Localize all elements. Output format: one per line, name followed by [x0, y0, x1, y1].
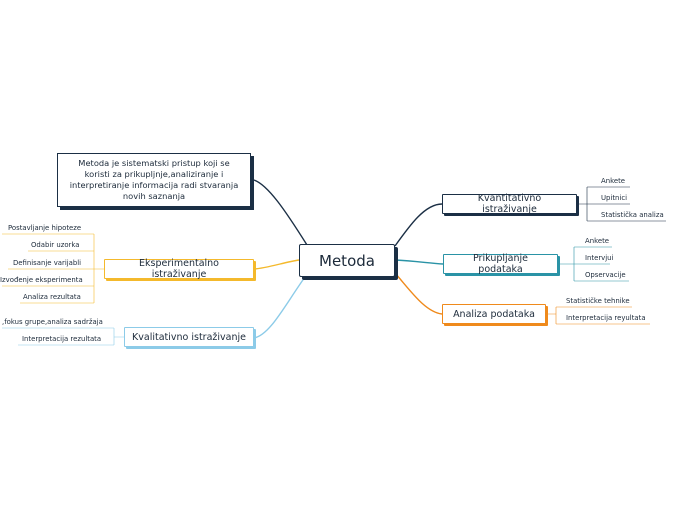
description-text: Metoda je sistematski pristup koji se ko…	[69, 158, 239, 201]
link-kvantitativno-leaves	[577, 186, 666, 222]
leaf-prikupljanje-opservacije[interactable]: Opservacije	[585, 271, 626, 279]
link-central-analiza	[394, 272, 443, 315]
leaf-prikupljanje-ankete[interactable]: Ankete	[585, 237, 610, 245]
description-note[interactable]: Metoda je sistematski pristup koji se ko…	[57, 153, 251, 207]
leaf-analiza-interpretacija[interactable]: Interpretacija reyultata	[566, 314, 646, 322]
leaf-kvantitativno-statisticka-analiza[interactable]: Statistička analiza	[601, 211, 664, 219]
topic-eksperimentalno[interactable]: Eksperimentalno istraživanje	[104, 258, 254, 280]
topic-analiza-label: Analiza podataka	[453, 308, 535, 320]
link-central-prikupljanje	[394, 259, 444, 265]
topic-kvantitativno-label: Kvantitativno istraživanje	[477, 193, 542, 215]
leaf-analiza-statisticke-tehnike[interactable]: Statističke tehnike	[566, 297, 630, 305]
link-kvalitativno-leaves	[2, 327, 124, 346]
leaf-eksperimentalno-varijable[interactable]: Definisanje varijabli	[13, 259, 82, 267]
central-topic[interactable]: Metoda	[299, 244, 395, 277]
topic-prikupljanje[interactable]: Prikupljanje podataka	[443, 253, 558, 275]
leaf-kvalitativno-fokus-grupe[interactable]: ,fokus grupe,analiza sadržaja	[2, 318, 103, 326]
leaf-kvantitativno-upitnici[interactable]: Upitnici	[601, 194, 628, 202]
topic-analiza[interactable]: Analiza podataka	[442, 304, 546, 324]
link-central-kvantitativno	[394, 203, 443, 247]
topic-kvalitativno[interactable]: Kvalitativno istraživanje	[124, 327, 254, 347]
topic-prikupljanje-label: Prikupljanje podataka	[473, 253, 528, 275]
link-central-eksperimentalno	[253, 259, 300, 270]
link-analiza-leaves	[546, 306, 650, 325]
leaf-eksperimentalno-analiza[interactable]: Analiza rezultata	[23, 293, 81, 301]
leaf-eksperimentalno-izvodjenje[interactable]: Izvođenje eksperimenta	[0, 276, 83, 284]
leaf-eksperimentalno-uzorak[interactable]: Odabir uzorka	[31, 241, 80, 249]
topic-kvantitativno[interactable]: Kvantitativno istraživanje	[442, 193, 577, 215]
link-eksperimentalno-leaves	[2, 233, 104, 304]
central-topic-label: Metoda	[319, 251, 375, 270]
link-central-kvalitativno	[253, 276, 306, 339]
topic-eksperimentalno-label: Eksperimentalno istraživanje	[138, 258, 219, 280]
link-central-description	[253, 179, 308, 246]
leaf-prikupljanje-intervjui[interactable]: Intervjui	[585, 254, 614, 262]
leaf-kvantitativno-ankete[interactable]: Ankete	[601, 177, 626, 185]
leaf-kvalitativno-interpretacija[interactable]: Interpretacija rezultata	[22, 335, 102, 343]
leaf-eksperimentalno-hipoteze[interactable]: Postavljanje hipoteze	[8, 224, 82, 232]
topic-kvalitativno-label: Kvalitativno istraživanje	[132, 331, 246, 343]
link-prikupljanje-leaves	[558, 246, 629, 282]
